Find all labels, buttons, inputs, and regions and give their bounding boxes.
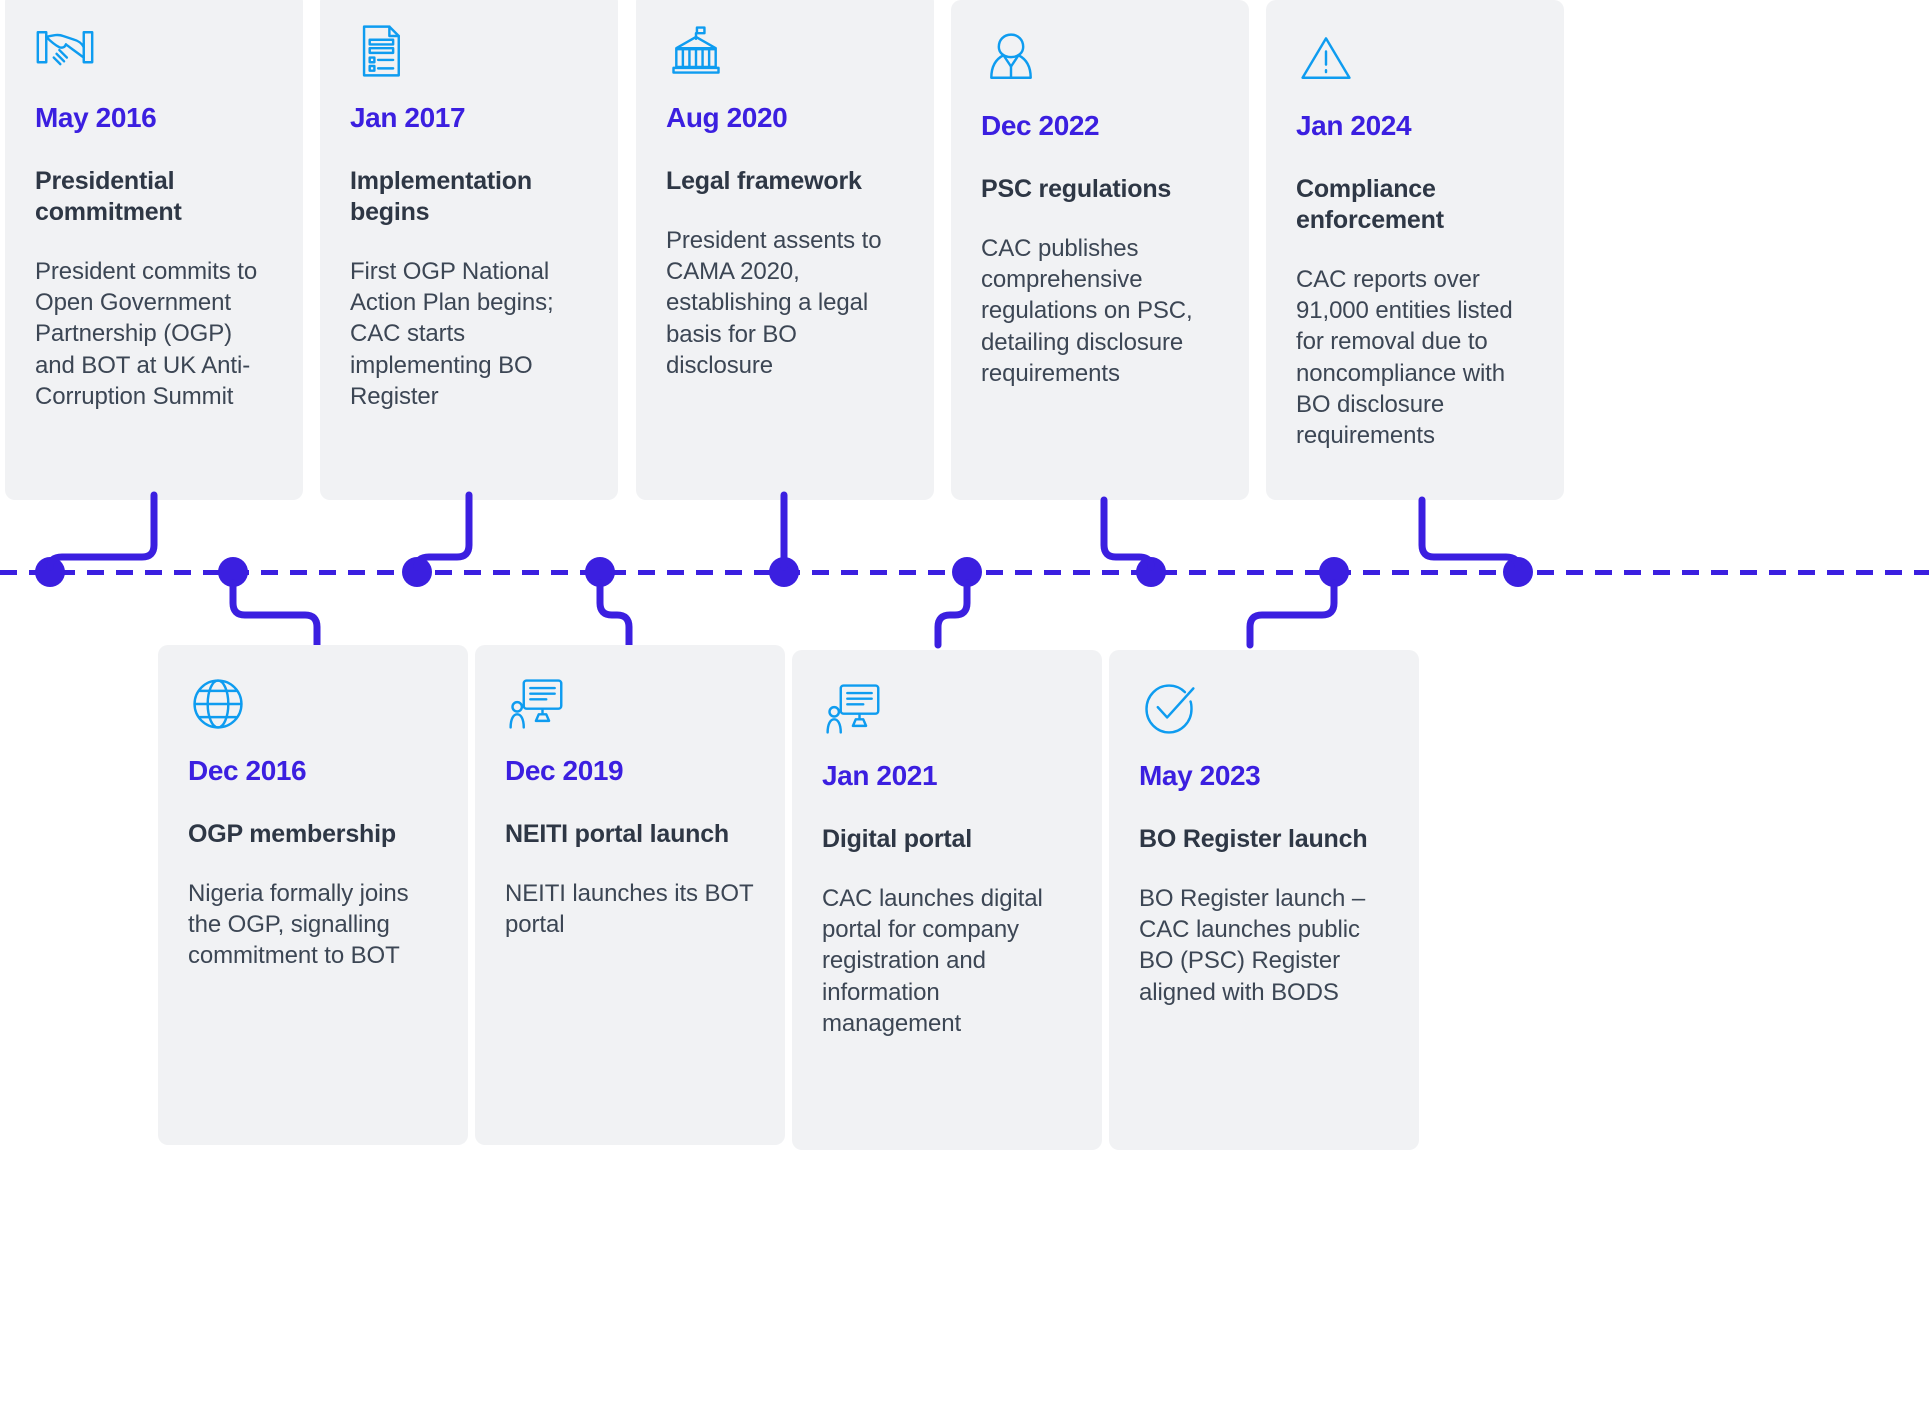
milestone-card-may-2023[interactable]: May 2023 BO Register launch BO Register … (1109, 650, 1419, 1150)
milestone-title: PSC regulations (981, 175, 1172, 203)
presentation-screen-icon (505, 675, 565, 733)
milestone-body: CAC reports over 91,000 entities listed … (1296, 266, 1513, 449)
milestone-title: Legal framework (666, 167, 862, 195)
connector-may-2016 (0, 491, 180, 575)
milestone-card-may-2016[interactable]: May 2016 Presidential commitment Preside… (5, 0, 303, 500)
milestone-date: Aug 2020 (666, 102, 788, 133)
globe-icon (188, 675, 248, 733)
milestone-card-dec-2019[interactable]: Dec 2019 NEITI portal launch NEITI launc… (475, 645, 785, 1145)
milestone-title: Implementation begins (350, 167, 532, 226)
connector-dec-2022 (1040, 496, 1220, 576)
milestone-body: CAC launches digital portal for company … (822, 885, 1043, 1037)
milestone-body: NEITI launches its BOT portal (505, 880, 754, 939)
milestone-title: BO Register launch (1139, 825, 1368, 853)
milestone-title: Digital portal (822, 825, 972, 853)
milestone-date: Jan 2017 (350, 102, 466, 133)
milestone-body: Nigeria formally joins the OGP, signalli… (188, 880, 409, 970)
milestone-card-dec-2016[interactable]: Dec 2016 OGP membership Nigeria formally… (158, 645, 468, 1145)
milestone-date: May 2016 (35, 102, 157, 133)
presentation-screen-icon (822, 680, 882, 738)
milestone-date: Jan 2024 (1296, 110, 1412, 141)
milestone-date: Dec 2019 (505, 755, 624, 786)
milestone-card-jan-2024[interactable]: Jan 2024 Compliance enforcement CAC repo… (1266, 0, 1564, 500)
milestone-body: CAC publishes comprehensive regulations … (981, 235, 1193, 387)
connector-jan-2017 (330, 491, 510, 575)
connector-jan-2024 (1360, 496, 1560, 576)
milestone-card-dec-2022[interactable]: Dec 2022 PSC regulations CAC publishes c… (951, 0, 1249, 500)
connector-may-2023 (1180, 579, 1380, 653)
milestone-title: NEITI portal launch (505, 820, 729, 848)
connector-dec-2016 (180, 579, 380, 653)
milestone-card-jan-2017[interactable]: Jan 2017 Implementation begins First OGP… (320, 0, 618, 500)
milestone-body: President commits to Open Government Par… (35, 258, 258, 410)
milestone-title: OGP membership (188, 820, 396, 848)
milestone-title: Compliance enforcement (1296, 175, 1444, 234)
milestone-body: President assents to CAMA 2020, establis… (666, 227, 882, 379)
connector-jan-2021 (900, 579, 1040, 653)
milestone-card-jan-2021[interactable]: Jan 2021 Digital portal CAC launches dig… (792, 650, 1102, 1150)
document-list-icon (350, 22, 410, 80)
milestone-date: Jan 2021 (822, 760, 938, 791)
milestone-date: Dec 2016 (188, 755, 307, 786)
milestone-title: Presidential commitment (35, 167, 182, 226)
milestone-body: BO Register launch – CAC launches public… (1139, 885, 1366, 1006)
connector-dec-2019 (560, 579, 680, 653)
milestone-date: May 2023 (1139, 760, 1261, 791)
warning-triangle-icon (1296, 30, 1356, 88)
person-official-icon (981, 30, 1041, 88)
connector-aug-2020 (700, 491, 880, 575)
milestone-card-aug-2020[interactable]: Aug 2020 Legal framework President assen… (636, 0, 934, 500)
milestone-body: First OGP National Action Plan begins; C… (350, 258, 554, 410)
milestone-date: Dec 2022 (981, 110, 1100, 141)
government-building-icon (666, 22, 726, 80)
check-circle-icon (1139, 680, 1199, 738)
handshake-icon (35, 22, 95, 80)
